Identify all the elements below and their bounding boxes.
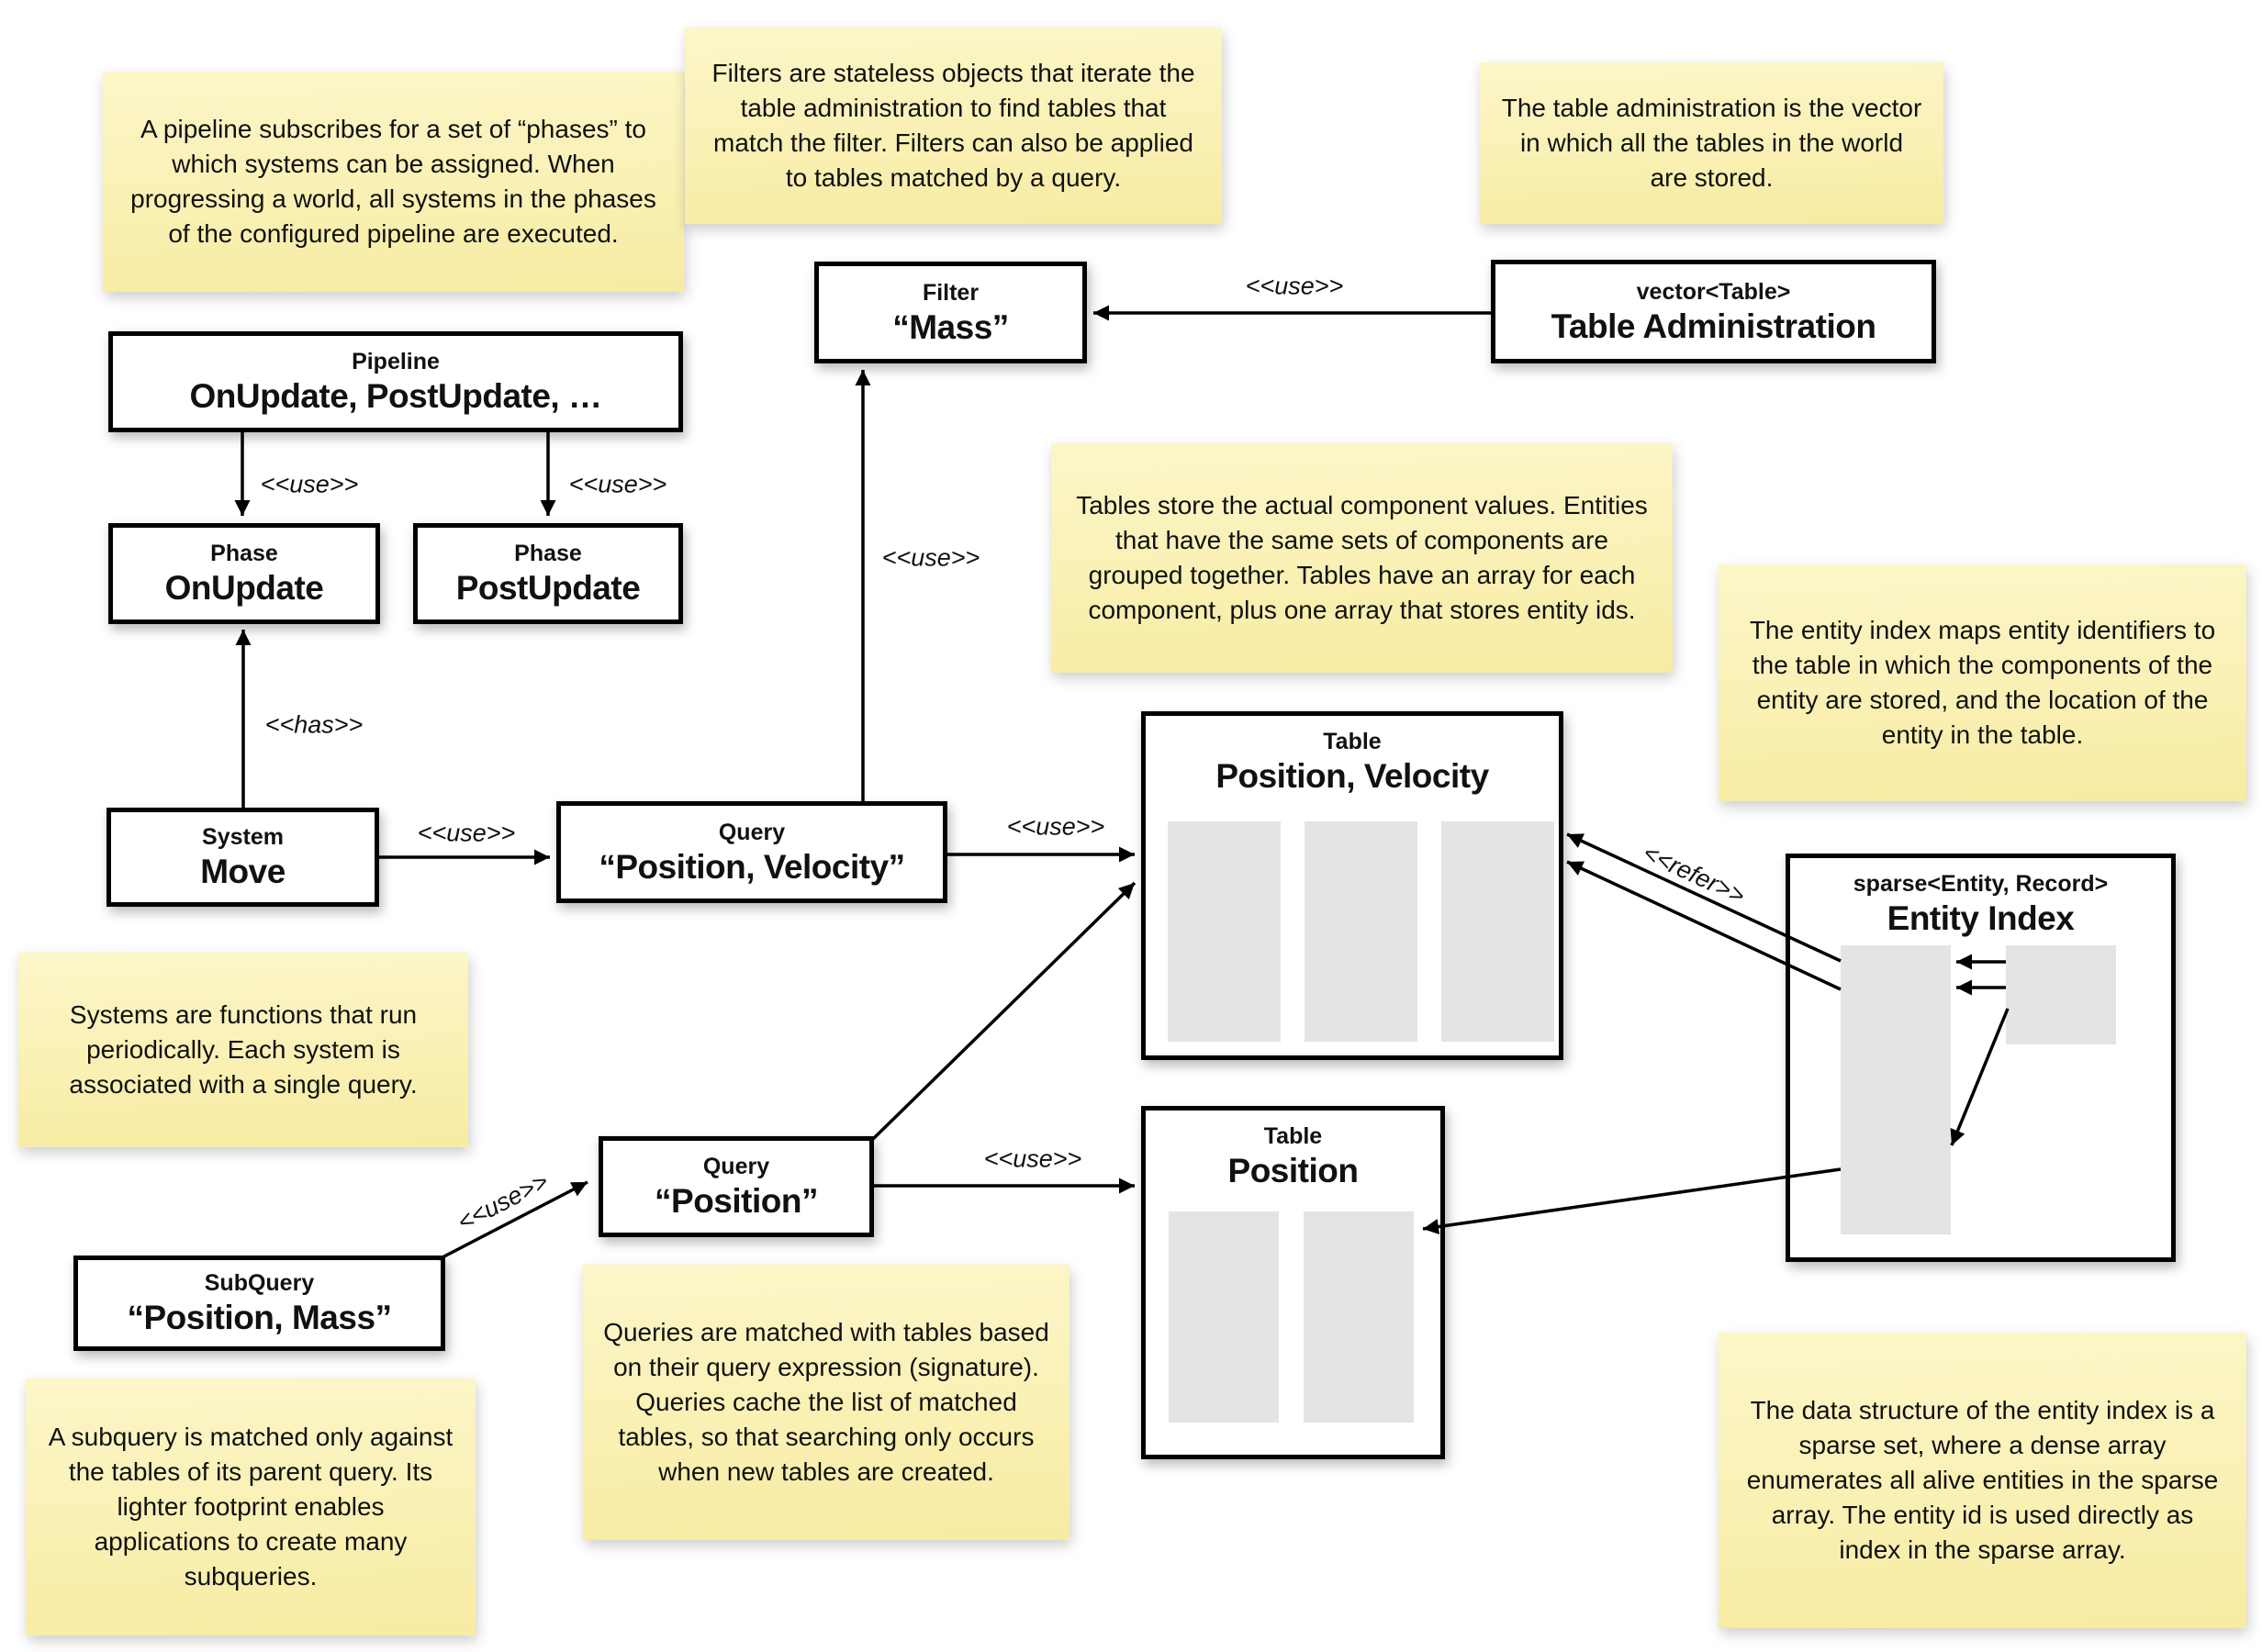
node-title: Position bbox=[1227, 1152, 1359, 1189]
edge-query-p-use-table-pv bbox=[870, 881, 1137, 1142]
sparse-array bbox=[1841, 945, 1951, 1234]
edge-subquery-use-query-p bbox=[438, 1180, 588, 1261]
node-pipeline: Pipeline OnUpdate, PostUpdate, … bbox=[108, 331, 683, 432]
node-stereotype: Filter bbox=[922, 279, 980, 306]
node-title: OnUpdate bbox=[164, 569, 324, 607]
node-stereotype: vector<Table> bbox=[1636, 278, 1791, 305]
node-stereotype: System bbox=[202, 824, 284, 850]
component-array bbox=[1305, 821, 1417, 1042]
node-title: Move bbox=[200, 853, 286, 890]
edge-label-has: <<has>> bbox=[264, 710, 364, 739]
component-array bbox=[1441, 821, 1554, 1042]
component-array bbox=[1304, 1211, 1414, 1423]
edge-label-use: <<use>> bbox=[260, 470, 359, 498]
node-title: Entity Index bbox=[1887, 899, 2075, 937]
dense-array bbox=[2006, 945, 2116, 1044]
note-pipeline: A pipeline subscribes for a set of “phas… bbox=[103, 72, 684, 292]
node-stereotype: Phase bbox=[514, 541, 582, 566]
edge-label-use: <<use>> bbox=[983, 1144, 1082, 1173]
node-subquery-position-mass: SubQuery “Position, Mass” bbox=[73, 1256, 445, 1351]
edge-label-use: <<use>> bbox=[417, 819, 516, 847]
note-tables: Tables store the actual component values… bbox=[1051, 443, 1673, 673]
node-table-position: Table Position bbox=[1141, 1106, 1445, 1459]
node-title: Table Administration bbox=[1551, 307, 1876, 345]
node-title: Position, Velocity bbox=[1215, 757, 1489, 795]
node-stereotype: sparse<Entity, Record> bbox=[1853, 871, 2109, 897]
node-title: “Mass” bbox=[892, 307, 1009, 346]
edge-label-use: <<use>> bbox=[453, 1166, 554, 1237]
node-entity-index: sparse<Entity, Record> Entity Index bbox=[1786, 854, 2176, 1262]
note-table-administration: The table administration is the vector i… bbox=[1480, 62, 1943, 224]
edge-label-use: <<use>> bbox=[1006, 812, 1105, 841]
edge-label-use: <<use>> bbox=[568, 470, 667, 498]
node-stereotype: Table bbox=[1323, 729, 1382, 754]
node-title: OnUpdate, PostUpdate, … bbox=[189, 377, 602, 415]
node-title: PostUpdate bbox=[455, 569, 641, 607]
node-phase-onupdate: Phase OnUpdate bbox=[108, 523, 380, 624]
node-stereotype: Table bbox=[1263, 1123, 1323, 1149]
component-array bbox=[1169, 1211, 1279, 1423]
node-table-position-velocity: Table Position, Velocity bbox=[1141, 711, 1563, 1060]
node-stereotype: Phase bbox=[210, 541, 278, 566]
note-systems: Systems are functions that run periodica… bbox=[18, 953, 468, 1147]
node-query-position: Query “Position” bbox=[599, 1136, 874, 1237]
note-filters: Filters are stateless objects that itera… bbox=[685, 28, 1222, 224]
node-title: “Position” bbox=[655, 1182, 818, 1220]
node-stereotype: Query bbox=[702, 1154, 770, 1179]
edge-label-refer: <<refer>> bbox=[1639, 838, 1750, 910]
edge-entityindex-table-p bbox=[1422, 1167, 1842, 1235]
component-array bbox=[1168, 821, 1281, 1042]
node-title: “Position, Mass” bbox=[127, 1299, 392, 1336]
node-stereotype: SubQuery bbox=[204, 1270, 315, 1296]
node-phase-postupdate: Phase PostUpdate bbox=[413, 523, 683, 624]
node-filter-mass: Filter “Mass” bbox=[814, 262, 1087, 363]
node-stereotype: Query bbox=[718, 819, 786, 845]
node-stereotype: Pipeline bbox=[352, 349, 440, 374]
edge-label-use: <<use>> bbox=[881, 543, 980, 572]
note-subquery: A subquery is matched only against the t… bbox=[26, 1379, 476, 1635]
note-queries: Queries are matched with tables based on… bbox=[583, 1265, 1069, 1540]
edge-label-use: <<use>> bbox=[1245, 272, 1344, 300]
note-entity-index: The entity index maps entity identifiers… bbox=[1719, 564, 2246, 801]
node-query-position-velocity: Query “Position, Velocity” bbox=[556, 801, 947, 903]
node-title: “Position, Velocity” bbox=[599, 847, 905, 886]
node-system-move: System Move bbox=[106, 808, 379, 907]
node-table-administration: vector<Table> Table Administration bbox=[1491, 260, 1936, 363]
note-entity-index-structure: The data structure of the entity index i… bbox=[1719, 1333, 2246, 1628]
